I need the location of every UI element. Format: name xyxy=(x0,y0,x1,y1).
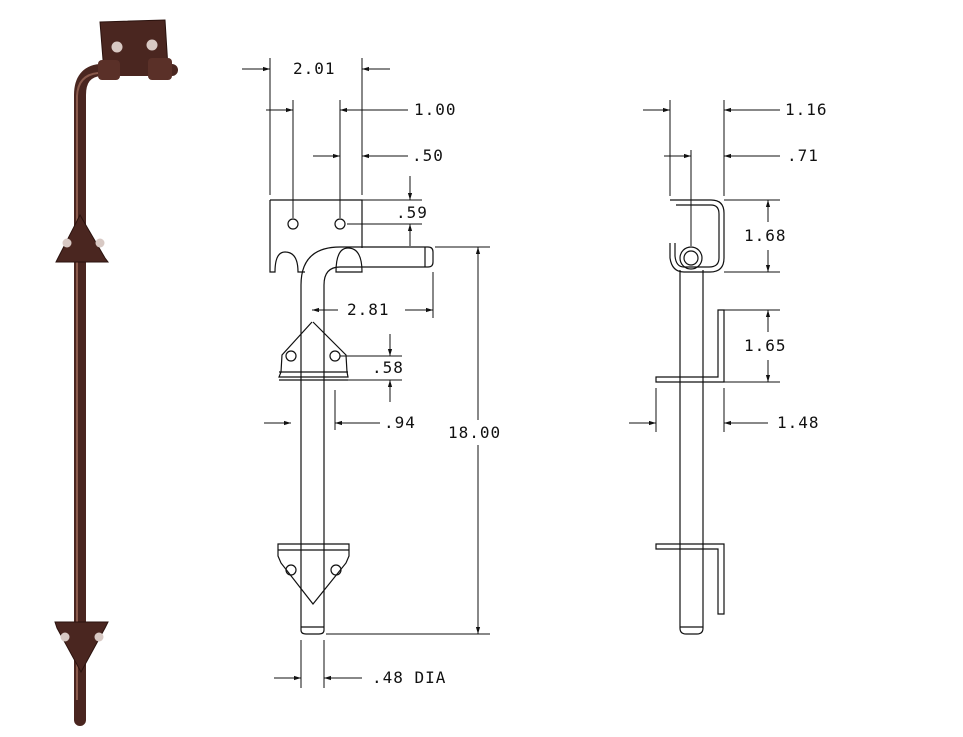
front-upper-keeper-hole-right xyxy=(329,350,341,362)
dim-rod-diameter-label: .48 DIA xyxy=(372,668,447,687)
dim-rod-offset-label: .71 xyxy=(787,146,819,165)
side-lower-keeper xyxy=(655,543,725,615)
photo-handle-highlight xyxy=(76,72,99,700)
front-plate-knuckle xyxy=(335,247,363,273)
dim-keeper-hole-height-label: .58 xyxy=(372,358,404,377)
dim-hole-height-label: .59 xyxy=(396,203,428,222)
side-rod xyxy=(679,270,704,635)
side-dimension-lines xyxy=(629,100,780,432)
front-lower-keeper xyxy=(277,543,350,605)
dim-hole-offset-label: .50 xyxy=(412,146,444,165)
front-mount-plate xyxy=(269,199,363,273)
dim-overall-width-label: 2.01 xyxy=(293,59,336,78)
front-lower-keeper-hole-left xyxy=(285,564,297,576)
photo-knuckle-left xyxy=(98,60,120,80)
dim-keeper-height-label: 1.65 xyxy=(744,336,787,355)
dim-length-label: 18.00 xyxy=(448,423,502,442)
dim-keeper-width-label: .94 xyxy=(384,413,416,432)
photo-knuckle-right xyxy=(148,58,172,80)
front-dimension-lines xyxy=(242,58,490,688)
side-upper-keeper xyxy=(655,309,725,383)
front-lower-keeper-hole-right xyxy=(330,564,342,576)
photo-upper-keeper xyxy=(55,213,109,263)
dim-keeper-depth-label: 1.48 xyxy=(777,413,820,432)
side-bracket-pivot xyxy=(679,246,703,270)
front-rod-tip xyxy=(300,629,325,635)
dim-bracket-height-label: 1.68 xyxy=(744,226,787,245)
front-upper-keeper-hole-left xyxy=(285,350,297,362)
front-upper-keeper xyxy=(278,321,349,378)
side-bracket-pivot-inner xyxy=(683,250,699,266)
dim-bracket-depth-label: 1.16 xyxy=(785,100,828,119)
front-view xyxy=(242,58,490,688)
photo-plate-hole-left xyxy=(111,41,123,53)
dim-rod-projection-label: 2.81 xyxy=(347,300,390,319)
side-bracket xyxy=(669,199,725,273)
front-plate-hole-left xyxy=(287,218,299,230)
photo-lower-keeper-hole-right xyxy=(94,632,104,642)
photo-upper-keeper-hole-right xyxy=(95,238,105,248)
front-plate-hole-right xyxy=(334,218,346,230)
front-handle-bend xyxy=(300,246,434,630)
side-view xyxy=(629,100,780,635)
dim-hole-spacing-label: 1.00 xyxy=(414,100,457,119)
photo-plate-hole-right xyxy=(146,39,158,51)
photo-lower-keeper xyxy=(54,621,109,674)
photo-lower-keeper-hole-left xyxy=(60,632,70,642)
cane-bolt-photo xyxy=(54,19,178,726)
photo-upper-keeper-hole-left xyxy=(62,238,72,248)
